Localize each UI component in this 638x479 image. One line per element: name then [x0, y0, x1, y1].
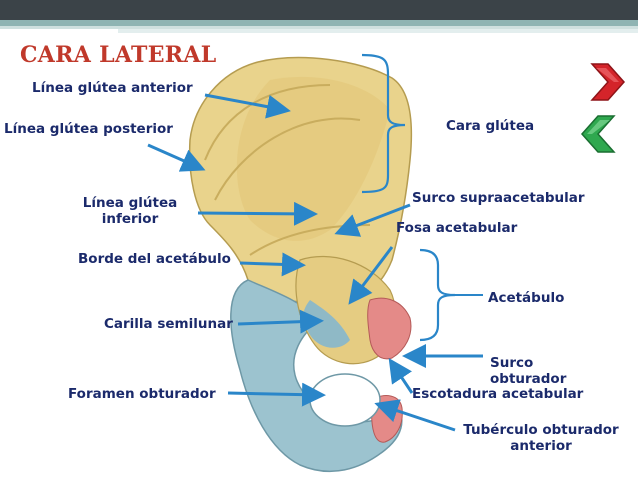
- label-carilla-semilunar: Carilla semilunar: [104, 316, 233, 332]
- label-fosa-acetabular: Fosa acetabular: [396, 220, 518, 236]
- chevron-left-icon: [580, 115, 616, 153]
- label-surco-obturador-line1: Surco: [490, 355, 534, 371]
- label-linea-glutea-inferior-line2: inferior: [101, 211, 159, 227]
- label-cara-glutea: Cara glútea: [446, 118, 535, 134]
- previous-slide-button[interactable]: [580, 114, 620, 154]
- label-tuberculo-obturador-line2: anterior: [510, 438, 572, 454]
- label-foramen-obturador: Foramen obturador: [68, 386, 216, 402]
- header-stripe-faint: [118, 29, 638, 33]
- label-tuberculo-obturador: Tubérculo obturador anterior: [448, 422, 634, 454]
- slide-title: CARA LATERAL: [20, 42, 217, 68]
- brace-cara-glutea: [361, 53, 406, 194]
- obturator-foramen: [309, 373, 381, 427]
- next-slide-button[interactable]: [586, 62, 626, 102]
- label-surco-obturador-line2: obturador: [490, 371, 567, 387]
- label-linea-glutea-inferior-line1: Línea glútea: [82, 195, 178, 211]
- acetabular-notch-region: [367, 297, 412, 360]
- top-bar: [0, 0, 638, 20]
- label-tuberculo-obturador-line1: Tubérculo obturador: [463, 422, 619, 438]
- header-stripe: [0, 20, 638, 26]
- label-escotadura-acetabular: Escotadura acetabular: [412, 386, 584, 402]
- label-surco-obturador: Surco obturador: [490, 355, 566, 387]
- brace-acetabulo: [419, 248, 456, 342]
- label-acetabulo: Acetábulo: [488, 290, 565, 306]
- label-linea-glutea-inferior: Línea glútea inferior: [70, 195, 190, 227]
- label-borde-acetabulo: Borde del acetábulo: [78, 251, 231, 267]
- label-surco-supraacetabular: Surco supraacetabular: [412, 190, 585, 206]
- header-stripe-light: [0, 26, 638, 29]
- chevron-right-icon: [590, 63, 626, 101]
- label-linea-glutea-anterior: Línea glútea anterior: [32, 80, 193, 96]
- label-linea-glutea-posterior: Línea glútea posterior: [4, 121, 173, 137]
